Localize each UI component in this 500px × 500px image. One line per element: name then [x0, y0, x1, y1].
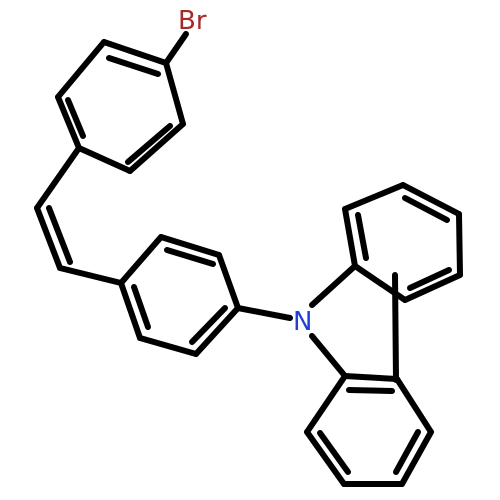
- bond: [137, 335, 199, 357]
- bond: [304, 429, 347, 487]
- bond: [55, 39, 107, 100]
- double-bond: [346, 387, 395, 394]
- vinylene-bridge: [34, 145, 124, 286]
- double-bond: [164, 247, 216, 267]
- bond: [118, 280, 143, 341]
- bond: [309, 333, 348, 379]
- bond: [118, 234, 164, 286]
- bond: [342, 373, 400, 382]
- bond: [400, 182, 462, 217]
- bond: [399, 429, 434, 487]
- bond: [456, 211, 463, 278]
- c-n-bond: [235, 305, 293, 321]
- bond: [352, 263, 408, 303]
- phenylene-ring: [118, 234, 241, 357]
- carbazole-upper-ring: [342, 182, 463, 303]
- bond: [163, 60, 186, 127]
- double-bond: [131, 284, 151, 330]
- bond: [402, 272, 463, 303]
- c-br-bond: [163, 31, 189, 66]
- double-bond: [106, 55, 161, 77]
- bond: [76, 145, 133, 174]
- bromophenyl-ring: [55, 39, 186, 174]
- bond: [34, 145, 82, 211]
- bond: [342, 182, 406, 212]
- bond: [55, 94, 82, 151]
- bond: [127, 121, 186, 174]
- bond: [342, 206, 358, 269]
- double-bond: [317, 430, 351, 475]
- bond: [304, 373, 348, 435]
- double-bond: [393, 429, 421, 475]
- double-bond: [189, 305, 228, 345]
- double-bond: [46, 205, 73, 265]
- bond: [34, 205, 63, 271]
- bond: [309, 263, 358, 308]
- bond: [158, 234, 222, 258]
- bond: [394, 376, 434, 435]
- double-bond: [355, 212, 369, 261]
- double-bond: [407, 267, 452, 291]
- nitrogen-label: N: [293, 307, 312, 337]
- double-bond: [65, 97, 86, 139]
- bond: [57, 265, 124, 286]
- bromine-label: Br: [178, 6, 207, 36]
- double-bond: [125, 123, 173, 165]
- double-bond: [402, 195, 450, 223]
- carbazole-lower-ring: [304, 373, 434, 487]
- bond: [101, 39, 169, 66]
- bond: [216, 252, 241, 311]
- bond: [193, 305, 241, 357]
